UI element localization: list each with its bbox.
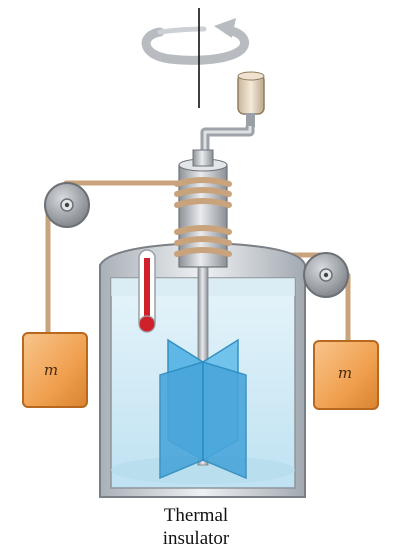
right-mass: m	[313, 340, 379, 410]
thermometer-icon	[138, 249, 156, 333]
right-pulley	[303, 252, 349, 298]
left-pulley	[44, 182, 90, 228]
right-mass-label: m	[338, 364, 352, 382]
caption-line-2: insulator	[163, 528, 230, 549]
left-mass-label: m	[44, 361, 58, 379]
spindle-drum	[174, 149, 232, 268]
rotation-arrow-icon	[141, 18, 249, 65]
caption-line-1: Thermal	[164, 505, 228, 526]
paddle-wheel	[159, 338, 247, 480]
crank-handle-icon	[200, 71, 265, 160]
left-mass: m	[22, 332, 88, 408]
